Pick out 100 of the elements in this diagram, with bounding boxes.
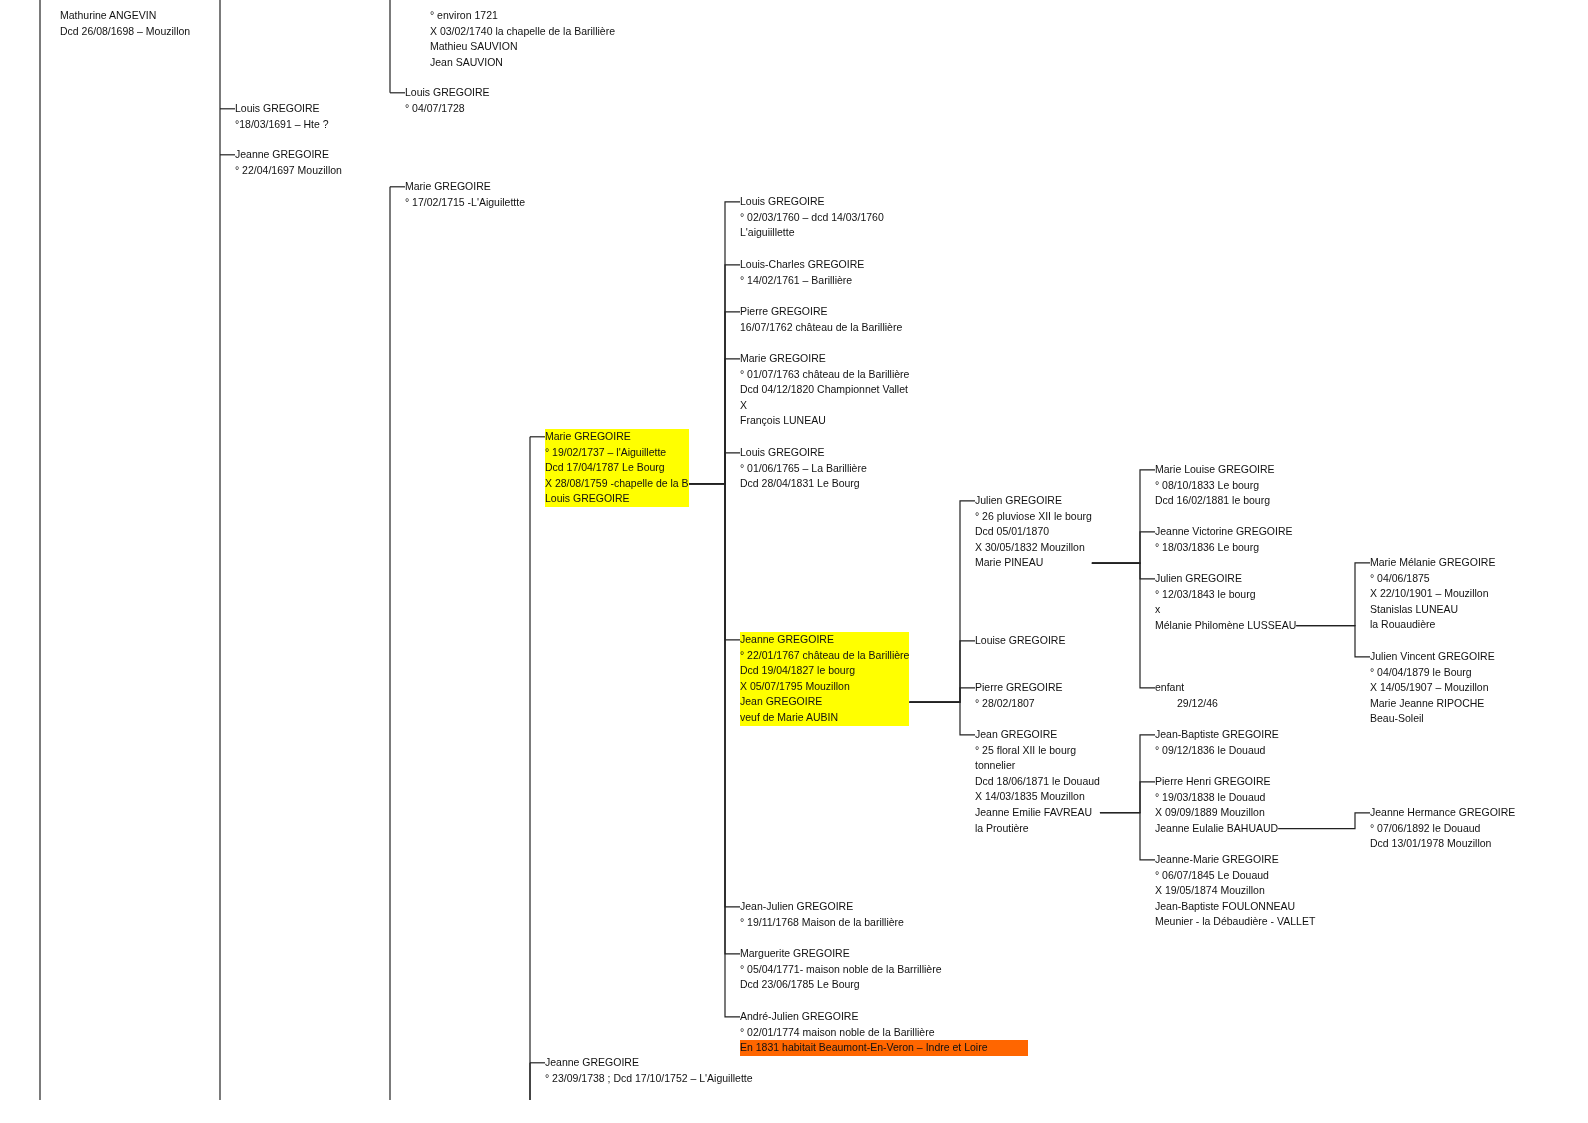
record-line: ° 04/04/1879 le Bourg <box>1370 664 1472 680</box>
person-name: Louis GREGOIRE <box>740 445 825 460</box>
record-line: Marie PINEAU <box>975 555 1044 571</box>
person-name: Jeanne GREGOIRE <box>235 147 329 162</box>
connector-line <box>389 186 406 188</box>
record-line: ° 25 floral XII le bourg <box>975 742 1077 758</box>
person-name: Jeanne Hermance GREGOIRE <box>1370 805 1516 820</box>
person-name: Louise GREGOIRE <box>975 633 1066 648</box>
person-name: Jeanne GREGOIRE <box>740 632 834 647</box>
record-line: ° 23/09/1738 ; Dcd 17/10/1752 – L'Aiguillette <box>545 1070 753 1086</box>
person-name: Louis GREGOIRE <box>405 85 490 100</box>
person-name: Louis-Charles GREGOIRE <box>740 257 865 272</box>
record-line: Dcd 04/12/1820 Championnet Vallet <box>740 382 908 398</box>
record-line: X 03/02/1740 la chapelle de la Barillière <box>430 23 616 39</box>
record-line: Louis GREGOIRE <box>545 491 630 507</box>
record-line: Jeanne Emilie FAVREAU <box>975 804 1093 820</box>
record-line: ° 22/01/1767 château de la Barillière <box>740 647 910 663</box>
record-line: X 22/10/1901 – Mouzillon <box>1370 586 1489 602</box>
record-line: Mathieu SAUVION <box>430 39 518 55</box>
record-line: la Proutière <box>975 820 1029 836</box>
record-line: Marie Jeanne RIPOCHE <box>1370 695 1485 711</box>
record-line: Dcd 23/06/1785 Le Bourg <box>740 977 860 993</box>
person-name: enfant <box>1155 680 1185 695</box>
person-name: Pierre GREGOIRE <box>740 304 828 319</box>
person-name: Marie Louise GREGOIRE <box>1155 462 1275 477</box>
person-name: Louis GREGOIRE <box>235 101 320 116</box>
record-line: veuf de Marie AUBIN <box>740 709 839 725</box>
record-line: X 30/05/1832 Mouzillon <box>975 539 1085 555</box>
record-line: tonnelier <box>975 758 1016 774</box>
record-line: ° 18/03/1836 Le bourg <box>1155 539 1260 555</box>
record-line: ° 14/02/1761 – Barillière <box>740 272 853 288</box>
record-line: la Rouaudière <box>1370 617 1436 633</box>
record-line: Stanislas LUNEAU <box>1370 601 1459 617</box>
connector-line <box>529 1062 546 1064</box>
record-line: X <box>740 397 747 413</box>
record-line: ° 22/04/1697 Mouzillon <box>235 162 342 178</box>
person-name: Marie GREGOIRE <box>545 429 631 444</box>
person-name: Marie Mélanie GREGOIRE <box>1370 555 1496 570</box>
connector-line <box>1091 562 1156 689</box>
record-line: x <box>1155 602 1161 618</box>
person-name: Jean-Julien GREGOIRE <box>740 899 854 914</box>
person-name: Jean GREGOIRE <box>975 727 1058 742</box>
record-line: Beau-Soleil <box>1370 711 1424 727</box>
record-line: ° 26 pluviose XII le bourg <box>975 508 1092 524</box>
person-name: Mathurine ANGEVIN <box>60 8 157 23</box>
record-line: X 14/05/1907 – Mouzillon <box>1370 680 1489 696</box>
connector-line <box>529 436 546 438</box>
person-name: Jean-Baptiste GREGOIRE <box>1155 727 1279 742</box>
record-line: Mélanie Philomène LUSSEAU <box>1155 617 1297 633</box>
record-line: Dcd 28/04/1831 Le Bourg <box>740 476 860 492</box>
highlighted-entry <box>545 429 689 507</box>
connector-line <box>908 701 976 736</box>
record-line: °18/03/1691 – Hte ? <box>235 116 329 132</box>
record-line: ° 05/04/1771- maison noble de la Barrillière <box>740 961 942 977</box>
record-line: X 19/05/1874 Mouzillon <box>1155 883 1265 899</box>
connector-line <box>1295 625 1371 658</box>
person-name: Marie GREGOIRE <box>405 179 491 194</box>
connector-line <box>1277 812 1371 830</box>
record-line: X 28/08/1759 -chapelle de la B <box>545 475 689 491</box>
record-line: François LUNEAU <box>740 413 826 429</box>
highlighted-entry <box>740 632 910 726</box>
person-name: Julien GREGOIRE <box>1155 571 1242 586</box>
person-name: Julien Vincent GREGOIRE <box>1370 649 1495 664</box>
person-name: Pierre Henri GREGOIRE <box>1155 774 1271 789</box>
record-line: Meunier - la Débaudière - VALLET <box>1155 914 1316 930</box>
record-line: ° 04/07/1728 <box>405 100 465 116</box>
record-line: ° 02/01/1774 maison noble de la Barillière <box>740 1024 935 1040</box>
person-name: Jeanne GREGOIRE <box>545 1055 639 1070</box>
record-line: ° 19/03/1838 le Douaud <box>1155 789 1266 805</box>
record-line: ° 04/06/1875 <box>1370 570 1430 586</box>
person-name: Jeanne-Marie GREGOIRE <box>1155 852 1279 867</box>
record-line: Dcd 17/04/1787 Le Bourg <box>545 460 665 476</box>
record-line: ° 02/03/1760 – dcd 14/03/1760 <box>740 209 884 225</box>
record-line: ° 01/06/1765 – La Barillière <box>740 460 867 476</box>
record-line: Dcd 05/01/1870 <box>975 524 1050 540</box>
record-line: ° 12/03/1843 le bourg <box>1155 586 1256 602</box>
record-line: Dcd 18/06/1871 le Douaud <box>975 773 1100 789</box>
record-line: Jean GREGOIRE <box>740 694 823 710</box>
record-line: ° 07/06/1892 le Douaud <box>1370 820 1481 836</box>
record-line: ° 06/07/1845 Le Douaud <box>1155 867 1269 883</box>
connector-line <box>219 108 236 110</box>
person-name: ° environ 1721 <box>430 8 498 23</box>
note-banner: En 1831 habitait Beaumont-En-Veron – Indre et Loire <box>740 1040 1028 1056</box>
record-line: Jean SAUVION <box>430 54 503 70</box>
person-name: Marie GREGOIRE <box>740 351 826 366</box>
person-name: Louis GREGOIRE <box>740 194 825 209</box>
person-name: Jeanne Victorine GREGOIRE <box>1155 524 1293 539</box>
record-line: ° 17/02/1715 -L'Aiguilettte <box>405 194 526 210</box>
record-line: Dcd 16/02/1881 le bourg <box>1155 493 1270 509</box>
person-name: Marguerite GREGOIRE <box>740 946 850 961</box>
record-line: 29/12/46 <box>1176 695 1218 711</box>
record-line: X 14/03/1835 Mouzillon <box>975 789 1085 805</box>
record-line: ° 08/10/1833 Le bourg <box>1155 477 1260 493</box>
record-line: Jeanne Eulalie BAHUAUD <box>1155 820 1279 836</box>
record-line: X 05/07/1795 Mouzillon <box>740 678 850 694</box>
connector-line <box>389 92 406 94</box>
record-line: Dcd 26/08/1698 – Mouzillon <box>60 23 191 39</box>
person-name: Pierre GREGOIRE <box>975 680 1063 695</box>
person-name: Julien GREGOIRE <box>975 493 1062 508</box>
record-line: ° 01/07/1763 château de la Barillière <box>740 366 910 382</box>
